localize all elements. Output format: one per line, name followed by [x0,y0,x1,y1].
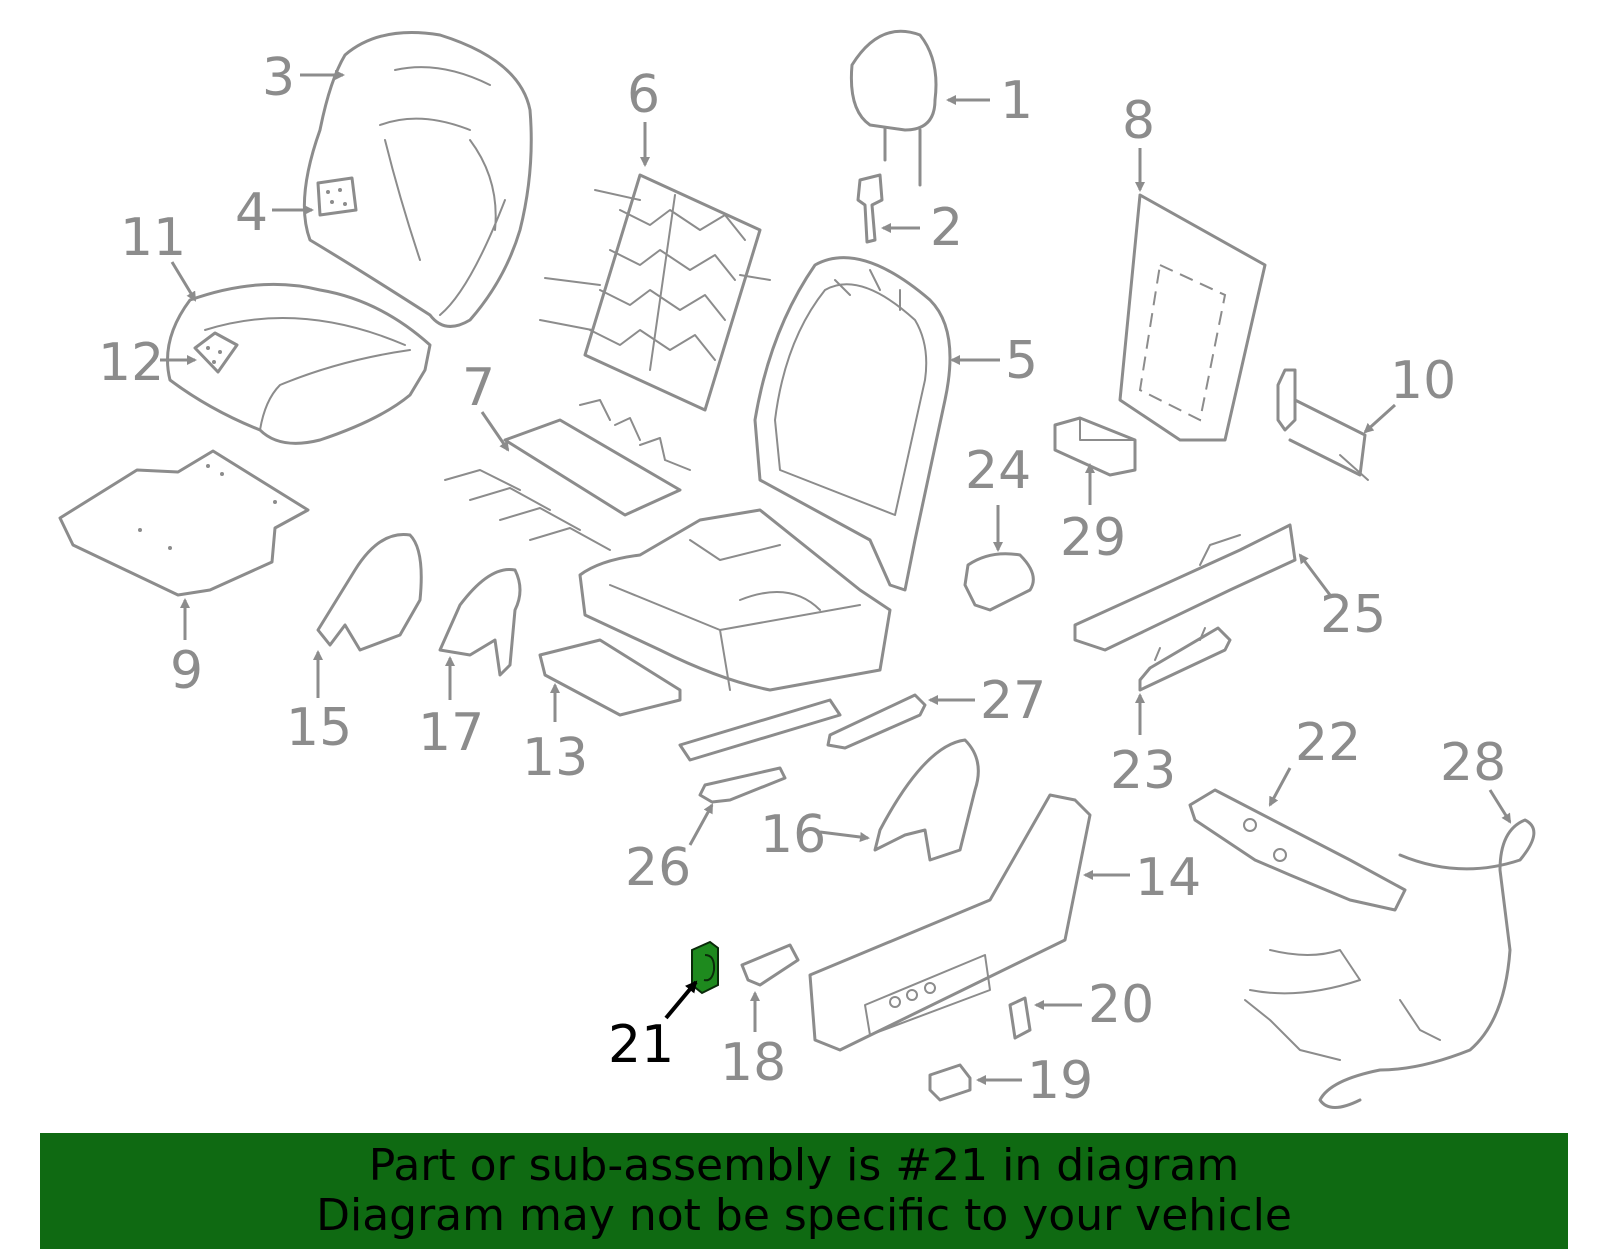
label-25: 25 [1320,585,1386,645]
label-14: 14 [1135,848,1201,908]
part-29-module[interactable] [1053,416,1137,477]
label-18: 18 [720,1033,786,1093]
label-22: 22 [1295,713,1361,773]
label-24: 24 [965,441,1031,501]
label-13: 13 [522,728,588,788]
label-27: 27 [980,671,1046,731]
part-27-bracket[interactable] [826,693,927,750]
label-23: 23 [1110,741,1176,801]
label-9: 9 [170,641,203,701]
part-26-cover[interactable] [698,766,787,804]
label-12: 12 [98,333,164,393]
label-17: 17 [418,703,484,763]
label-29: 29 [1060,508,1126,568]
label-5: 5 [1005,331,1038,391]
part-18-switch[interactable] [740,943,800,987]
label-1: 1 [1000,71,1033,131]
part-8-back-panel[interactable] [1118,193,1267,442]
part-23-bracket[interactable] [1138,626,1232,692]
label-19: 19 [1027,1051,1093,1111]
part-1-headrest[interactable] [849,29,938,187]
label-20: 20 [1088,975,1154,1035]
label-15: 15 [286,698,352,758]
part-3-seatback-cover[interactable] [302,31,533,328]
part-20-knob[interactable] [1008,996,1032,1040]
part-5-seatback-frame[interactable] [753,256,952,592]
label-16: 16 [760,805,826,865]
label-11: 11 [120,208,186,268]
part-9-pad[interactable] [58,449,310,597]
part-17-shield[interactable] [438,567,522,677]
part-21-highlighted[interactable] [691,940,719,995]
part-19-knob[interactable] [928,1063,972,1102]
part-22-bracket[interactable] [1188,788,1407,912]
part-13-seat-frame[interactable] [538,508,892,762]
part-28-harness[interactable] [1244,818,1536,1109]
part-labels: 1 2 3 4 5 6 7 8 9 10 11 12 13 14 15 16 1… [98,48,1506,1111]
label-10: 10 [1390,351,1456,411]
part-6-spring-mat[interactable] [539,173,771,412]
part-16-shield[interactable] [873,738,980,862]
part-2-headrest-guide[interactable] [856,173,884,244]
label-6: 6 [627,65,660,125]
part-25-rail-cover[interactable] [1073,523,1297,652]
part-10-bracket[interactable] [1276,368,1369,481]
label-2: 2 [930,198,963,258]
part-11-cushion-cover[interactable] [166,282,432,445]
banner-line-2: Diagram may not be specific to your vehi… [316,1190,1292,1241]
label-21: 21 [608,1015,674,1075]
part-24-cover[interactable] [963,552,1035,612]
info-banner: Part or sub-assembly is #21 in diagram D… [40,1133,1568,1249]
label-8: 8 [1122,91,1155,151]
label-4: 4 [235,183,268,243]
label-28: 28 [1440,733,1506,793]
part-14-side-shield[interactable] [808,793,1092,1052]
part-12-heater-pad[interactable] [193,331,239,374]
part-4-heater-pad[interactable] [316,176,358,217]
banner-line-1: Part or sub-assembly is #21 in diagram [368,1140,1240,1191]
label-3: 3 [262,48,295,108]
part-15-shield[interactable] [316,532,423,652]
part-7-cushion-spring[interactable] [444,399,691,551]
leader-lines [160,70,1512,1085]
label-26: 26 [625,838,691,898]
label-7: 7 [462,358,495,418]
